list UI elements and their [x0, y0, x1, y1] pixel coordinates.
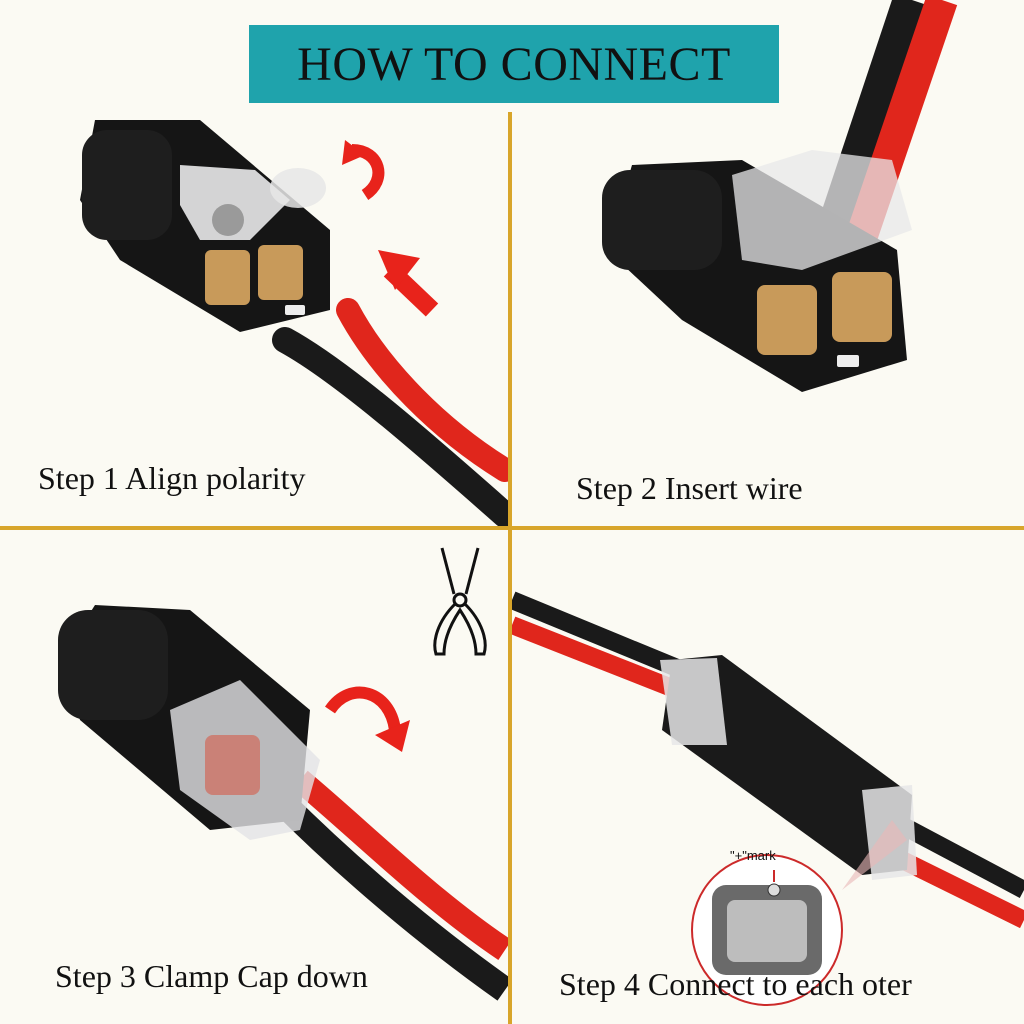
connector-wired [602, 150, 912, 392]
step-3-illustration [58, 605, 508, 1001]
step-4-label: Step 4 Connect to each oter [559, 966, 912, 1002]
title-banner: HOW TO CONNECT [249, 25, 779, 103]
polarity-mark-inset [691, 820, 907, 1006]
horizontal-divider [0, 526, 1024, 530]
step-2-label: Step 2 Insert wire [576, 470, 803, 506]
connector-open [80, 120, 330, 332]
plus-mark-label: "+"mark [730, 848, 776, 863]
step-4-illustration [512, 591, 1024, 1006]
step-2-panel: Step 2 Insert wire [512, 0, 1024, 526]
step-1-illustration [80, 120, 508, 526]
red-wire [336, 298, 508, 482]
clamp-arrow-icon [325, 686, 401, 732]
pliers-icon [433, 547, 487, 656]
page-title: HOW TO CONNECT [297, 37, 731, 91]
step-1-panel: Step 1 Align polarity [0, 110, 508, 526]
black-wire [270, 790, 508, 1001]
red-wire [292, 770, 508, 960]
black-wire-left [512, 591, 686, 679]
step-4-panel: "+"mark Step 4 Connect to each oter [512, 530, 1024, 1024]
vertical-divider [508, 112, 512, 1024]
connector-closed [58, 605, 320, 840]
step-2-illustration [602, 0, 958, 392]
black-wire [272, 327, 508, 526]
step-3-label: Step 3 Clamp Cap down [55, 958, 368, 994]
step-3-panel: Step 3 Clamp Cap down [0, 530, 508, 1024]
step-1-label: Step 1 Align polarity [38, 460, 306, 496]
red-wire-left [512, 616, 681, 699]
rotate-arrow-icon [351, 144, 385, 201]
